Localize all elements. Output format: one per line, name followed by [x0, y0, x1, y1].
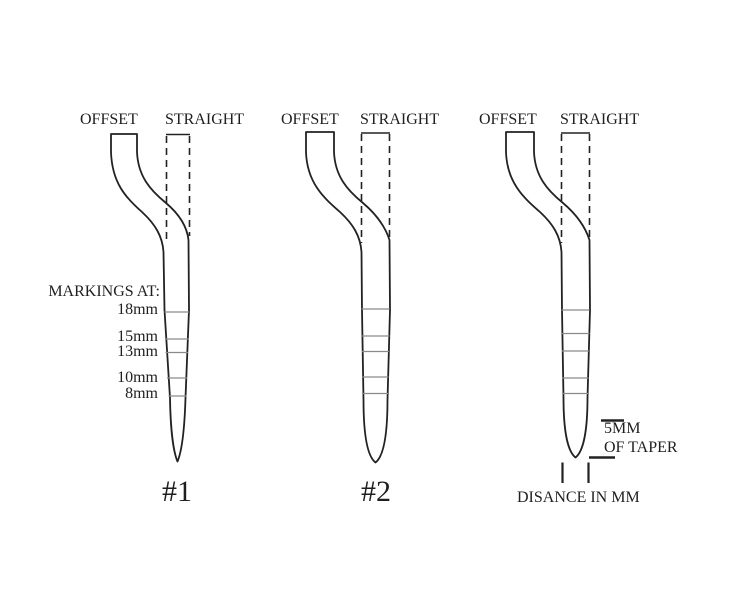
- instrument-2-caption: #2: [361, 475, 391, 508]
- instrument-1-straight-label: STRAIGHT: [165, 111, 245, 128]
- marking-label-10mm: 10mm: [117, 369, 158, 386]
- instrument-2-straight-label: STRAIGHT: [360, 111, 440, 128]
- marking-label-8mm: 8mm: [125, 385, 158, 402]
- instrument-1-offset-outline: [110, 133, 190, 463]
- instrument-1-offset-label: OFFSET: [80, 111, 138, 128]
- instrument-3-offset-outline: [505, 131, 591, 459]
- instrument-3-offset-label: OFFSET: [479, 111, 537, 128]
- taper-note-line2: OF TAPER: [604, 439, 678, 456]
- instrument-1-depth-marking-lines: [164, 311, 189, 397]
- instrument-3-taper-extent-tick-marks: [589, 419, 624, 459]
- instrument-1-caption: #1: [162, 475, 192, 508]
- instrument-3-straight-label: STRAIGHT: [560, 111, 640, 128]
- taper-note-line1: 5MM: [604, 420, 641, 437]
- marking-label-15mm: 15mm: [117, 328, 158, 345]
- instrument-3-depth-marking-lines: [561, 309, 590, 395]
- instrument-3-tip-width-tick-marks: [561, 462, 590, 483]
- instrument-2-offset-outline: [305, 131, 391, 464]
- instrument-1-group: [110, 133, 191, 463]
- markings-title: MARKINGS AT:: [48, 283, 160, 300]
- instrument-2-offset-label: OFFSET: [281, 111, 339, 128]
- marking-label-18mm: 18mm: [117, 301, 158, 318]
- instrument-2-depth-marking-lines: [361, 308, 390, 395]
- instrument-3-group: [505, 131, 624, 483]
- marking-label-13mm: 13mm: [117, 343, 158, 360]
- instrument-2-group: [305, 131, 391, 464]
- distance-in-mm-caption: DISANCE IN MM: [517, 489, 640, 506]
